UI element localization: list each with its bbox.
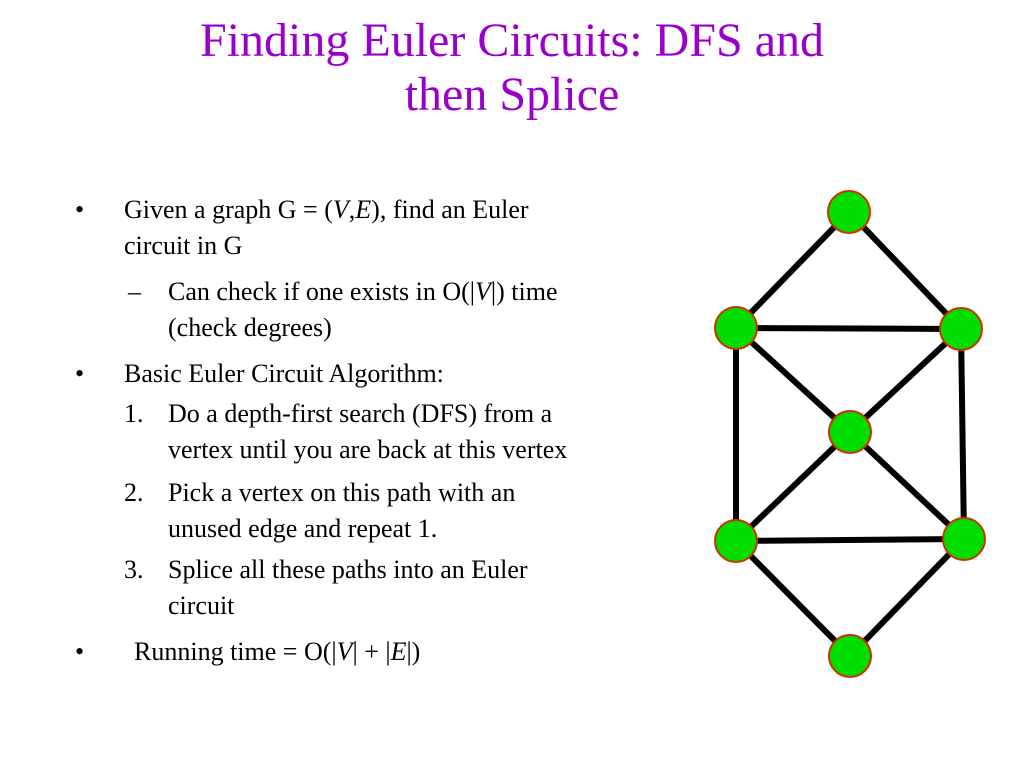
bullet-text-line: Given a graph G = (V,E), find an Euler <box>124 192 529 228</box>
title-line: Finding Euler Circuits: DFS and <box>200 14 824 67</box>
math-variable: V <box>336 637 353 666</box>
title-line: then Splice <box>404 68 620 121</box>
graph-vertex-center <box>828 410 872 454</box>
bullet-text-line: Running time = O(|V| + |E|) <box>134 634 420 670</box>
graph-edge-top-upper-right <box>846 209 964 332</box>
text-run: Do a depth-first search (DFS) from a <box>168 399 553 428</box>
text-run: unused edge and repeat 1. <box>168 514 438 543</box>
bullet-marker: • <box>75 359 85 388</box>
graph-edge-lower-right-bottom <box>847 536 967 659</box>
graph-edge-top-upper-left <box>733 209 852 331</box>
graph-vertex-upper-right <box>939 307 983 351</box>
text-run: (check degrees) <box>168 313 332 342</box>
text-run: vertex until you are back at this vertex <box>168 435 568 464</box>
text-run: |) <box>406 637 421 666</box>
graph-edge-upper-left-upper-right <box>735 325 962 332</box>
bullet-marker: 3. <box>124 555 144 584</box>
math-variable: V <box>475 277 491 306</box>
slide-title: Finding Euler Circuits: DFS and then Spl… <box>40 14 984 122</box>
text-run: Can check if one exists in O(| <box>168 277 476 306</box>
text-run: ), find an Euler <box>371 195 529 224</box>
bullet-text-line: Can check if one exists in O(|V|) time <box>168 274 557 310</box>
graph-vertex-bottom <box>828 634 872 678</box>
graph-edge-upper-right-lower-right <box>958 328 967 540</box>
text-run: |) time <box>490 277 558 306</box>
graph-vertex-lower-right <box>942 517 986 561</box>
text-run: Basic Euler Circuit Algorithm: <box>124 359 444 388</box>
bullet-marker: • <box>75 195 85 224</box>
bullet-text-line: unused edge and repeat 1. <box>168 511 437 547</box>
bullet-text-line: Splice all these paths into an Euler <box>168 552 528 588</box>
graph-vertex-lower-left <box>714 519 758 563</box>
text-run: Given a graph G = ( <box>124 195 333 224</box>
bullet-text-line: Pick a vertex on this path with an <box>168 475 515 511</box>
bullet-text-line: circuit <box>168 588 234 624</box>
text-run: , <box>348 195 356 224</box>
text-run: circuit <box>168 591 235 620</box>
graph-edge-center-lower-right <box>847 429 967 542</box>
math-variable: E <box>390 637 407 666</box>
bullet-text-line: Basic Euler Circuit Algorithm: <box>124 356 444 392</box>
bullet-marker: 1. <box>124 399 144 428</box>
text-run: | + | <box>352 637 391 666</box>
bullet-text-line: Do a depth-first search (DFS) from a <box>168 396 552 432</box>
bullet-text-line: (check degrees) <box>168 310 332 346</box>
graph-edge-upper-left-center <box>733 325 853 435</box>
graph-vertex-top <box>827 190 871 234</box>
bullet-marker: 2. <box>124 478 144 507</box>
text-run: Running time = O(| <box>134 637 337 666</box>
math-variable: V <box>332 195 349 224</box>
graph-edge-center-lower-left <box>733 429 853 544</box>
text-run: Pick a vertex on this path with an <box>168 478 516 507</box>
text-run: circuit in G <box>124 231 243 260</box>
graph-vertex-upper-left <box>714 306 758 350</box>
bullet-marker: – <box>128 277 141 306</box>
graph-edge-lower-left-lower-right <box>735 536 965 544</box>
bullet-text-line: circuit in G <box>124 228 242 264</box>
text-run: Splice all these paths into an Euler <box>168 555 528 584</box>
math-variable: E <box>355 195 372 224</box>
graph-edge-lower-left-bottom <box>733 538 853 659</box>
bullet-marker: • <box>75 637 85 666</box>
graph-edge-upper-right-center <box>847 326 964 435</box>
bullet-text-line: vertex until you are back at this vertex <box>168 432 567 468</box>
